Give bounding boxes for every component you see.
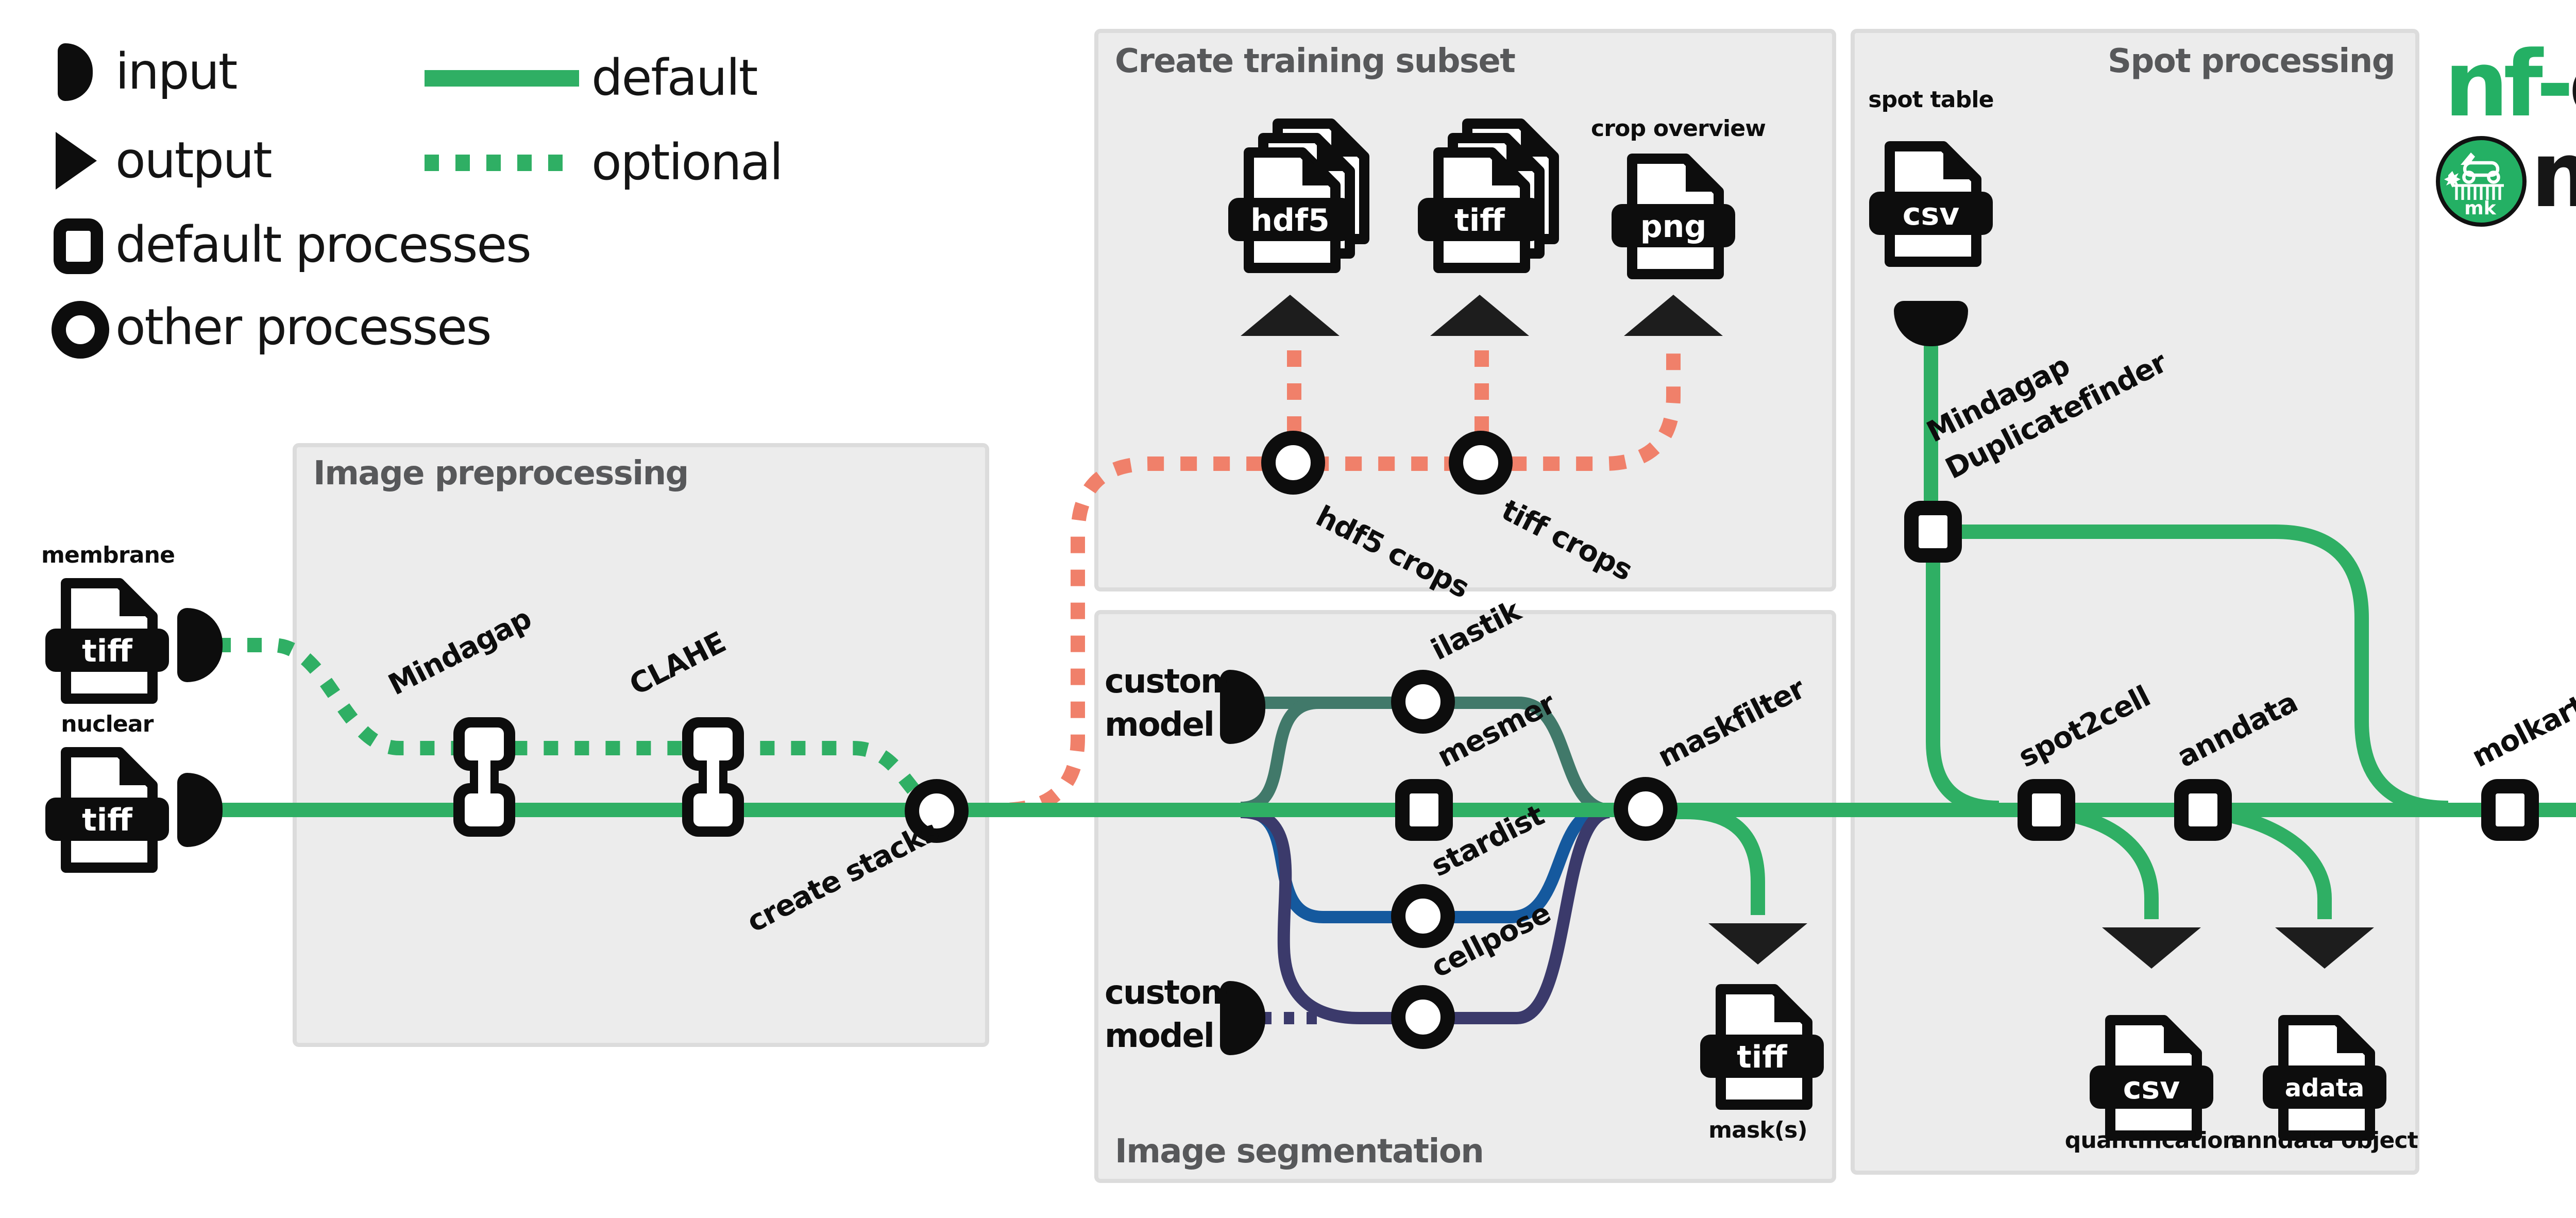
legend-output-icon [56,132,97,190]
nuclear-label: nuclear [61,711,154,738]
molkartqc-node [2481,779,2539,841]
legend-other-processes-label: other processes [115,299,492,357]
arrow-tiff-output [1430,295,1529,336]
mask-file-type: tiff [1737,1039,1788,1075]
cellpose-node [1391,985,1455,1049]
arrow-hdf5-output [1241,295,1340,336]
legend-output-label: output [115,132,273,190]
tiff-stack-icon: tiff [1414,117,1579,278]
anndata-object-label: anndata object [2231,1127,2418,1154]
spot-table-file-icon: csv [1869,141,1993,267]
quantification-file-type: csv [2123,1070,2180,1106]
hdf5-crops-node [1261,431,1325,495]
clahe-process-icon [682,717,744,837]
legend-optional-line-label: optional [591,134,783,192]
ilastik-node [1391,670,1455,734]
arrow-anndata-output [2275,927,2374,969]
title-spot-processing: Spot processing [2108,41,2396,80]
logo-nfcore: nf-core/ [2444,33,2576,138]
tiffcrops-file-type: tiff [1454,202,1505,239]
crop-overview-label: crop overview [1591,115,1766,142]
edge-createstacks-to-crops [944,340,1681,817]
mask-file-icon: tiff [1700,984,1824,1110]
edge-dupfinder-down [1926,561,1999,815]
membrane-label: membrane [41,542,175,569]
spot-table-file-type: csv [1903,196,1959,232]
png-file-type: png [1640,209,1707,245]
nuclear-file-type: tiff [82,802,133,838]
anndata-node [2174,779,2232,841]
stardist-node [1391,884,1455,948]
maskfilter-node [1614,777,1677,841]
legend-default-processes-label: default processes [115,216,532,274]
edge-main-ilastik-branch [1240,697,1319,814]
mindagap-process-icon [453,717,515,837]
mesmer-node [1395,779,1453,841]
png-file-icon: png [1612,154,1735,279]
custom-model-bottom-label: custom model [1105,973,1235,1055]
legend-default-process-icon [54,218,103,274]
membrane-file-type: tiff [82,633,133,669]
anndata-file-icon: adata [2263,1015,2386,1141]
title-image-segmentation: Image segmentation [1115,1131,1484,1171]
legend-other-process-icon [52,301,109,359]
tiff-crops-node [1449,431,1513,495]
legend-input-label: input [115,43,238,101]
hdf5-stack-icon: hdf5 [1224,117,1389,278]
quantification-label: quantification [2064,1127,2239,1154]
nuclear-file-icon: tiff [45,747,169,873]
spot2cell-node [2018,779,2075,841]
legend-default-line-label: default [591,49,758,107]
title-create-training-subset: Create training subset [1115,41,1516,80]
logo-nf: nf- [2444,33,2574,138]
edge-membrane-optional [216,638,935,811]
mask-label: mask(s) [1708,1117,1808,1144]
custom-model-top-label: custom model [1105,662,1235,744]
membrane-file-icon: tiff [45,578,169,704]
arrow-quantification-output [2102,927,2201,969]
edge-cellpose [1240,806,1611,1024]
duplicatefinder-node [1904,501,1962,563]
edge-maskfilter-mask [1661,805,1765,915]
edge-dupfinder-right [1962,525,2449,815]
molkart-badge-icon: mk [2436,136,2527,227]
spot-table-label: spot table [1868,87,1994,113]
hdf5-file-type: hdf5 [1250,202,1330,239]
arrow-png-output [1624,295,1723,336]
arrow-mask-output [1708,923,1807,965]
title-image-preprocessing: Image preprocessing [313,453,689,493]
logo-core: core/ [2569,33,2576,138]
badge-mk-text: mk [2464,198,2497,219]
quantification-file-icon: csv [2090,1015,2213,1141]
logo-molkart: molkart [2531,124,2576,229]
anndata-file-type: adata [2285,1074,2364,1103]
